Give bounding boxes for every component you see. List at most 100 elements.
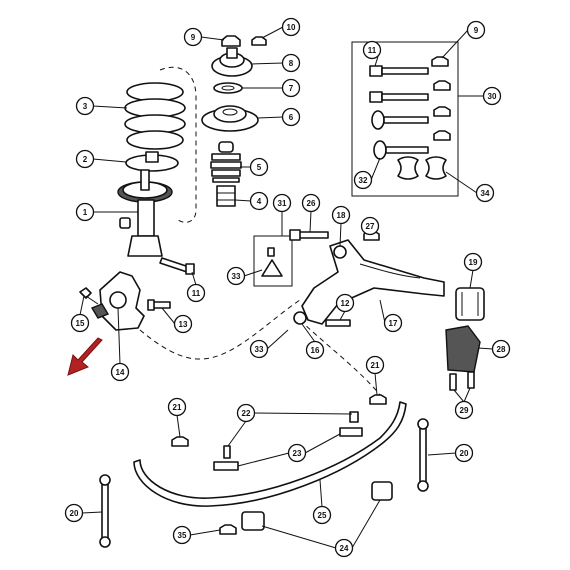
forward-arrow-icon [67, 337, 103, 376]
lower-control-arm [293, 239, 445, 325]
callout-circle [305, 340, 325, 360]
rear-bushing [455, 287, 485, 321]
callout-c20b: 20 [64, 503, 84, 523]
callout-c3: 3 [75, 96, 95, 116]
callout-number: 35 [178, 531, 187, 540]
callout-circle [360, 216, 380, 236]
callout-c14: 14 [110, 362, 130, 382]
callout-c26: 26 [301, 193, 321, 213]
callout-circle [226, 266, 246, 286]
callout-circle [249, 157, 269, 177]
cam-nuts [431, 56, 451, 141]
top-nut [221, 35, 241, 47]
callout-c28: 28 [491, 339, 511, 359]
callout-number: 27 [366, 222, 375, 231]
callout-number: 4 [257, 197, 262, 206]
callout-c9a: 9 [183, 27, 203, 47]
callout-circle [70, 313, 90, 333]
callout-number: 19 [469, 258, 478, 267]
callout-number: 20 [70, 509, 79, 518]
callout-c33a: 33 [226, 266, 246, 286]
callout-c6: 6 [281, 107, 301, 127]
callout-number: 33 [255, 345, 264, 354]
callout-number: 11 [368, 46, 377, 55]
cam-bolts [369, 65, 429, 160]
spring-isolator [125, 151, 179, 172]
sway-bar-bushings [241, 481, 393, 531]
callout-c33b: 33 [249, 339, 269, 359]
callout-c17: 17 [383, 313, 403, 333]
callout-number: 20 [460, 449, 469, 458]
callout-circle [491, 339, 511, 359]
lock-nut [251, 36, 267, 46]
callout-number: 6 [289, 113, 294, 122]
callout-number: 32 [359, 176, 368, 185]
callout-circle [463, 252, 483, 272]
callout-circle [454, 400, 474, 420]
leader-lines [79, 26, 494, 549]
cam-washers [397, 156, 447, 180]
callout-number: 9 [474, 26, 479, 35]
callout-circle [287, 443, 307, 463]
ball-joint-boot-inset [253, 235, 293, 287]
callout-number: 26 [307, 199, 316, 208]
callout-c24: 24 [334, 538, 354, 558]
routing-line-arm-sway [299, 319, 381, 396]
callout-c11a: 11 [362, 40, 382, 60]
callout-circle [334, 538, 354, 558]
steering-knuckle [90, 271, 145, 331]
callout-circle [110, 362, 130, 382]
callout-number: 21 [173, 403, 182, 412]
callout-c12: 12 [335, 293, 355, 313]
callout-number: 34 [481, 189, 490, 198]
callout-number: 18 [337, 211, 346, 220]
callout-circle [249, 191, 269, 211]
callout-c13: 13 [173, 314, 193, 334]
callout-circle [281, 53, 301, 73]
callout-number: 12 [341, 299, 350, 308]
callout-circle [365, 355, 385, 375]
strut-assembly-outline [159, 66, 197, 223]
callout-c35: 35 [172, 525, 192, 545]
callout-number: 2 [83, 155, 88, 164]
callout-circle [312, 505, 332, 525]
callout-c11b: 11 [186, 283, 206, 303]
callout-c7: 7 [281, 78, 301, 98]
callout-circle [183, 27, 203, 47]
callout-circle [172, 525, 192, 545]
callout-circle [167, 397, 187, 417]
callout-number: 29 [460, 406, 469, 415]
coil-spring [124, 82, 186, 150]
callout-c8: 8 [281, 53, 301, 73]
callout-number: 13 [179, 320, 188, 329]
pivot-bolt [289, 229, 329, 241]
strut [117, 169, 173, 257]
callout-circle [75, 96, 95, 116]
callout-number: 14 [116, 368, 125, 377]
callout-c4: 4 [249, 191, 269, 211]
callout-c20a: 20 [454, 443, 474, 463]
bushing-bracket [445, 325, 481, 373]
callout-number: 25 [318, 511, 327, 520]
callout-circle [331, 205, 351, 225]
upper-mount [211, 47, 253, 77]
ball-joint-bolt [325, 319, 351, 327]
callout-circle [281, 107, 301, 127]
sway-bar-nuts [171, 394, 387, 535]
callout-circle [362, 40, 382, 60]
callout-number: 10 [287, 23, 296, 32]
callout-circle [272, 193, 292, 213]
callout-number: 21 [371, 361, 380, 370]
callout-circle [482, 86, 502, 106]
callout-c34: 34 [475, 183, 495, 203]
callout-circle [186, 283, 206, 303]
callout-c2: 2 [75, 149, 95, 169]
callout-c30: 30 [482, 86, 502, 106]
callout-circle [281, 78, 301, 98]
jounce-bumper [216, 185, 236, 207]
callout-number: 17 [389, 319, 398, 328]
callout-c32: 32 [353, 170, 373, 190]
callout-c27: 27 [360, 216, 380, 236]
